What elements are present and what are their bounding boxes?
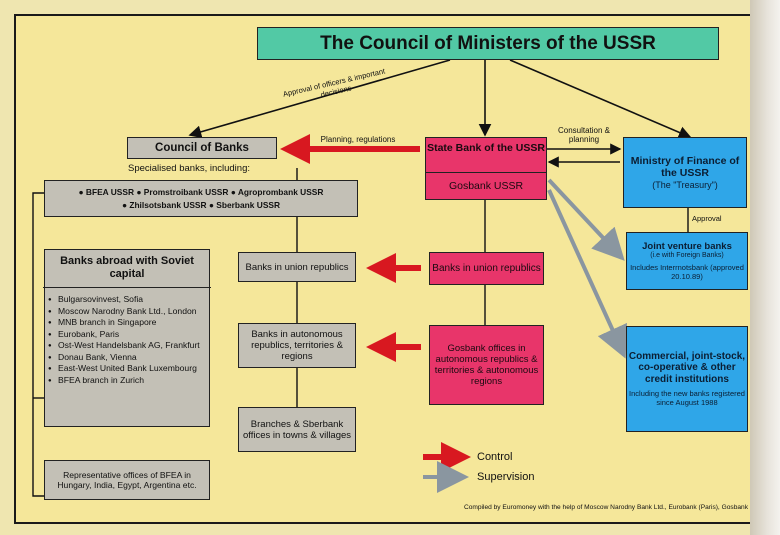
commercial-note: Including the new banks registered since… xyxy=(629,389,745,408)
jv-title: Joint venture banks xyxy=(642,241,732,253)
banks-abroad-item: Donau Bank, Vienna xyxy=(48,352,208,364)
specialised-banks-row-2: ● Zhilsotsbank USSR ● Sberbank USSR xyxy=(121,199,281,210)
state-bank-box: State Bank of the USSR Gosbank USSR xyxy=(425,137,547,200)
banks-abroad-item: Bulgarsovinvest, Sofia xyxy=(48,294,208,306)
page-edge xyxy=(750,0,780,535)
branches-sberbank-box: Branches & Sberbank offices in towns & v… xyxy=(238,407,356,452)
specialised-banks-row-1: ● BFEA USSR ● Promstroibank USSR ● Agrop… xyxy=(78,186,324,197)
arrow-council-to-ministry xyxy=(509,59,692,139)
specialised-banks-box: ● BFEA USSR ● Promstroibank USSR ● Agrop… xyxy=(44,180,358,217)
ministry-subtitle: (The "Treasury") xyxy=(652,179,718,190)
commercial-banks-box: Commercial, joint-stock, co-operative & … xyxy=(626,326,748,432)
banks-union-republics-box: Banks in union republics xyxy=(238,252,356,282)
banks-abroad-item: Moscow Narodny Bank Ltd., London xyxy=(48,306,208,318)
gosbank-offices-box: Gosbank offices in autonomous republics … xyxy=(429,325,544,405)
banks-abroad-item: MNB branch in Singapore xyxy=(48,317,208,329)
council-of-ministers-box: The Council of Ministers of the USSR xyxy=(257,27,719,60)
legend-supervision-label: Supervision xyxy=(477,471,535,483)
jv-sub: (i.e with Foreign Banks) xyxy=(650,252,724,260)
planning-label: Planning, regulations xyxy=(320,135,396,144)
specialised-label: Specialised banks, including: xyxy=(128,163,250,174)
grey-arrow-jv xyxy=(547,178,625,261)
banks-abroad-item: Ost-West Handelsbank AG, Frankfurt xyxy=(48,340,208,352)
jv-note: Includes Interrnotsbank (approved 20.10.… xyxy=(630,262,744,281)
state-bank-subtitle: Gosbank USSR xyxy=(448,180,524,192)
council-of-banks-box: Council of Banks xyxy=(127,137,277,159)
banks-abroad-item: Eurobank, Paris xyxy=(48,329,208,341)
credit-line: Compiled by Euromoney with the help of M… xyxy=(463,504,748,511)
commercial-title: Commercial, joint-stock, co-operative & … xyxy=(628,350,746,385)
banks-abroad-list: Bulgarsovinvest, SofiaMoscow Narodny Ban… xyxy=(46,294,208,386)
banks-autonomous-box: Banks in autonomous republics, territori… xyxy=(238,323,356,368)
approval-small-label: Approval xyxy=(692,214,722,223)
banks-union-republics-red-box: Banks in union republics xyxy=(429,252,544,285)
banks-abroad-item: BFEA branch in Zurich xyxy=(48,375,208,387)
banks-abroad-title: Banks abroad with Soviet capital xyxy=(43,250,211,288)
line-left-bracket xyxy=(32,192,44,497)
grey-arrow-commercial xyxy=(547,189,627,359)
banks-abroad-box: Banks abroad with Soviet capital Bulgars… xyxy=(43,249,211,427)
ministry-title: Ministry of Finance of the USSR xyxy=(630,154,740,179)
joint-venture-box: Joint venture banks (i.e with Foreign Ba… xyxy=(626,232,748,290)
consultation-label: Consultation & planning xyxy=(557,126,611,144)
ministry-of-finance-box: Ministry of Finance of the USSR (The "Tr… xyxy=(623,137,747,208)
legend-control-label: Control xyxy=(477,451,513,463)
banks-abroad-item: East-West United Bank Luxembourg xyxy=(48,363,208,375)
representative-offices-box: Representative offices of BFEA in Hungar… xyxy=(44,460,210,500)
arrow-council-to-banks xyxy=(188,59,451,139)
state-bank-title: State Bank of the USSR xyxy=(426,138,546,173)
